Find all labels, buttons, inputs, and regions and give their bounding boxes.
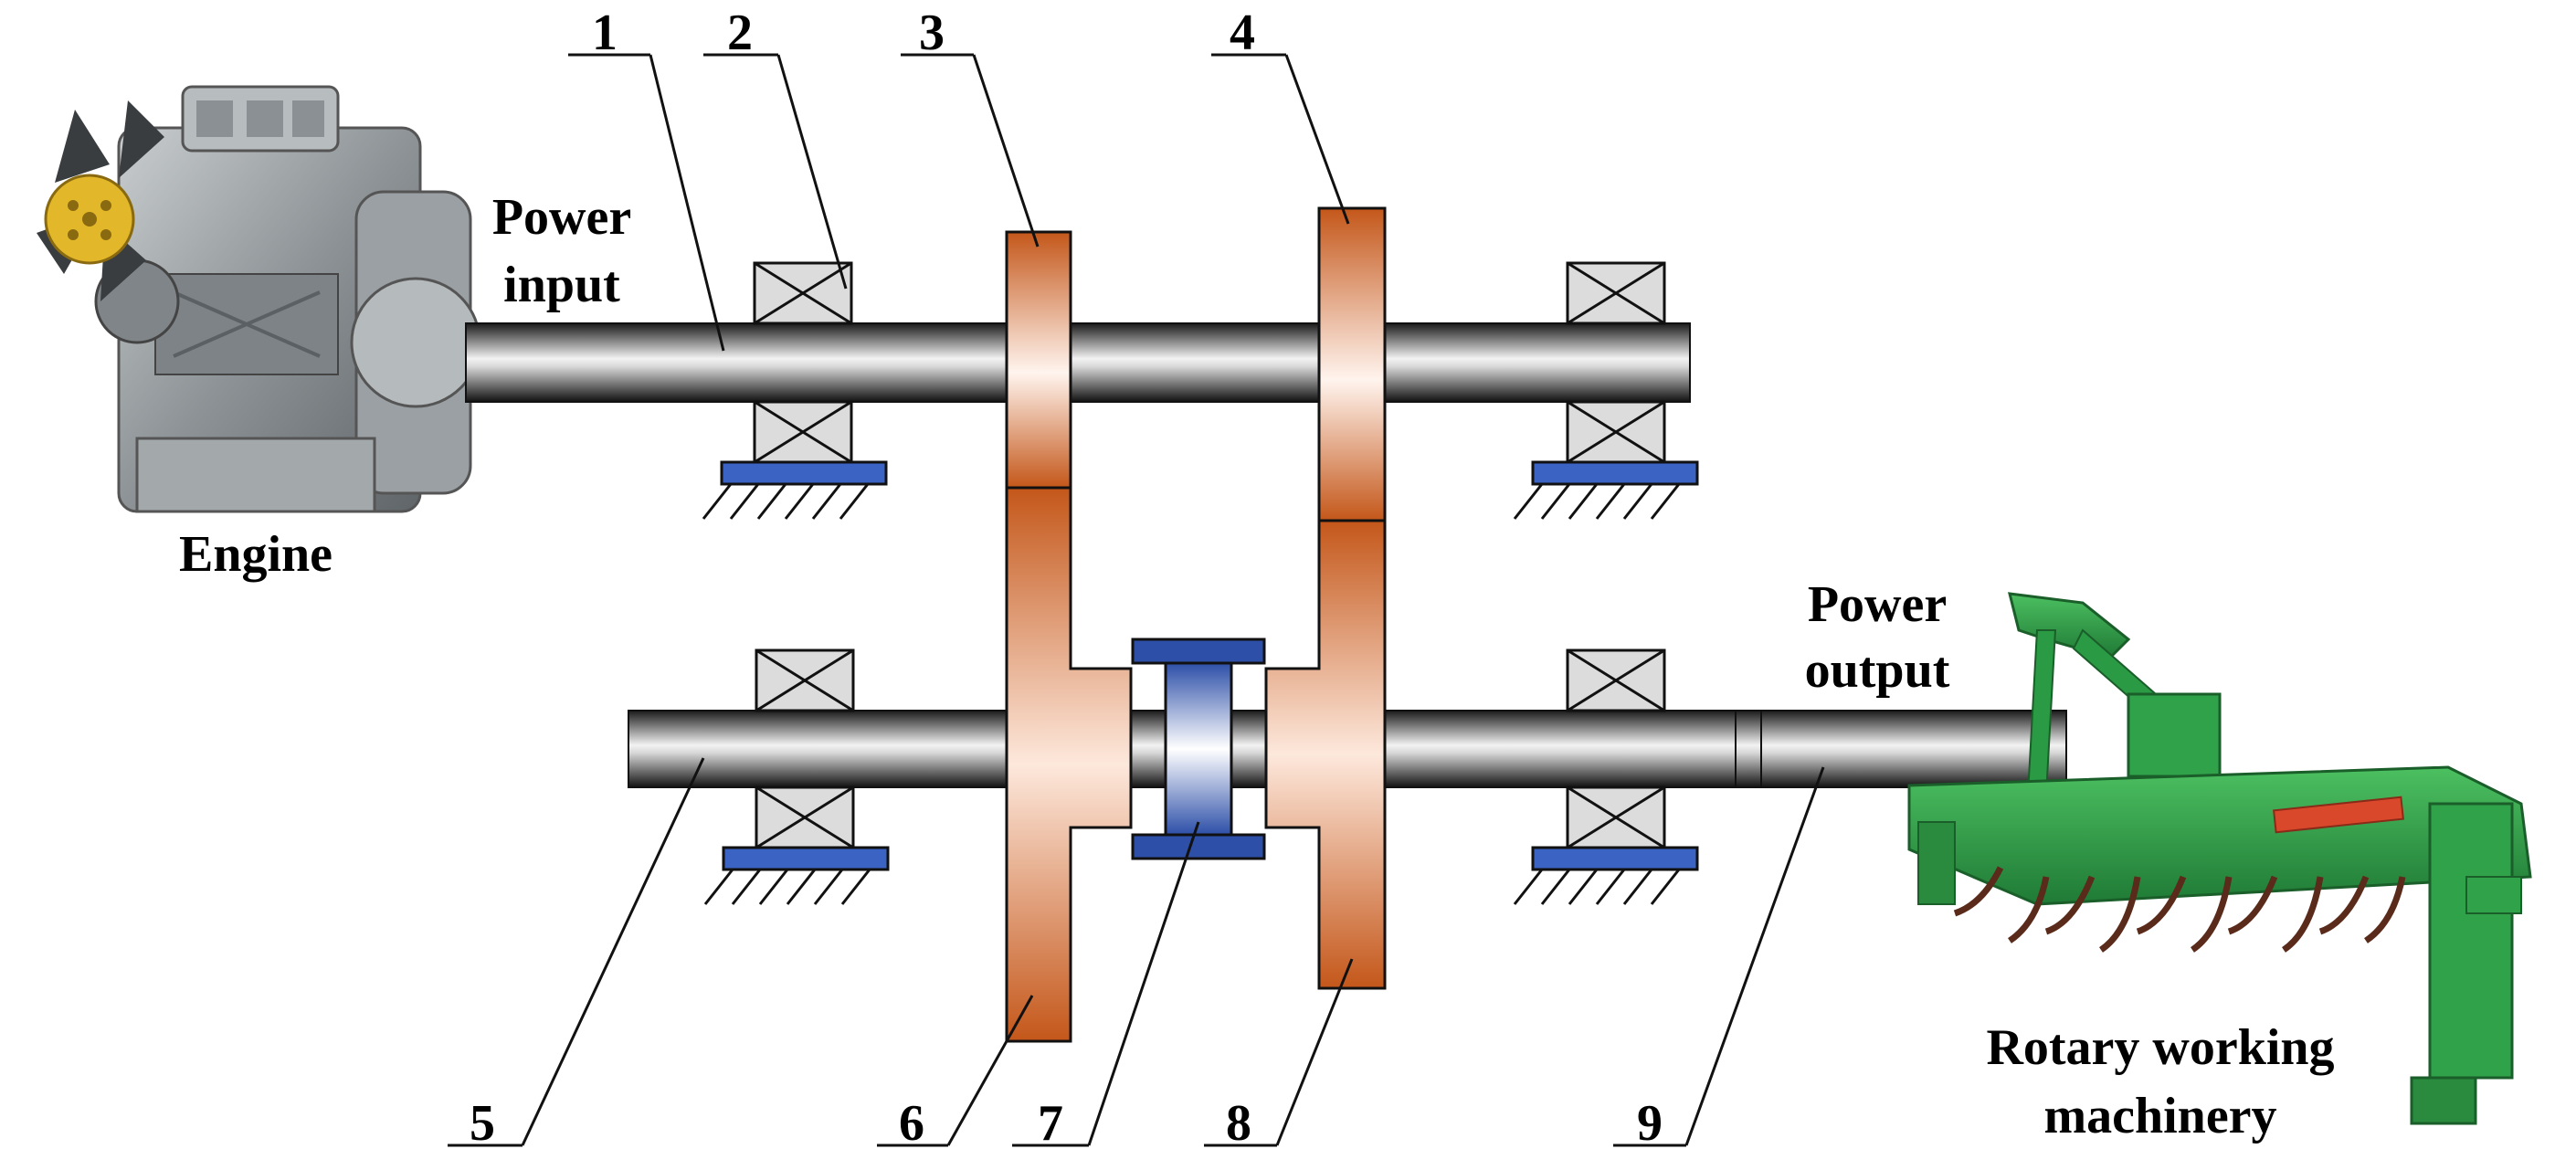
part-number-9: 9: [1637, 1095, 1663, 1152]
input-shaft: [465, 322, 1691, 403]
engine-illustration: [37, 85, 481, 513]
gear-6: [1005, 486, 1133, 1043]
gear-4: [1317, 206, 1387, 522]
power-input-label-line2: input: [503, 257, 620, 313]
engine-label: Engine: [179, 526, 333, 583]
part-number-5: 5: [470, 1095, 495, 1152]
shaft-coupling-joint: [1735, 710, 1762, 788]
machinery-label-line2: machinery: [2043, 1088, 2276, 1144]
part-number-6: 6: [899, 1095, 924, 1152]
part-number-2: 2: [727, 5, 753, 61]
sliding-coupling-7: [1131, 638, 1266, 860]
bearing-bottom-right: [1513, 648, 1699, 905]
power-output-label-line2: output: [1805, 642, 1950, 699]
part-number-4: 4: [1230, 5, 1255, 61]
gear-8: [1264, 519, 1387, 990]
power-output-label-line1: Power: [1808, 576, 1947, 633]
part-number-3: 3: [919, 5, 945, 61]
part-number-7: 7: [1038, 1095, 1063, 1152]
machinery-label-line1: Rotary working: [1986, 1019, 2334, 1076]
bearing-top-left: [702, 261, 888, 520]
gear-3: [1005, 230, 1072, 490]
part-numbers: 1 2 3 4 5 6 7 8 9: [470, 5, 1663, 1152]
part-number-1: 1: [592, 5, 618, 61]
bearing-top-right: [1513, 261, 1699, 520]
power-input-label-line1: Power: [492, 189, 631, 246]
bearing-bottom-left: [703, 648, 890, 905]
output-shaft: [1760, 710, 2067, 788]
rotary-machinery-illustration: [1907, 592, 2532, 1125]
callout-leaders: [448, 53, 1825, 1147]
part-number-8: 8: [1226, 1095, 1251, 1152]
